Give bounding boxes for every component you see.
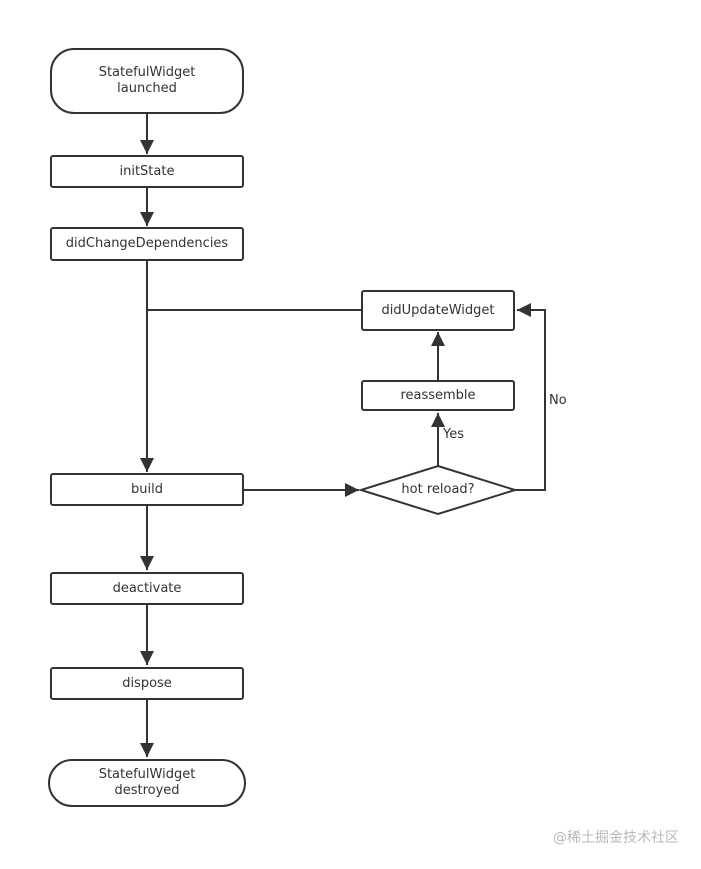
destroyed-node: StatefulWidget destroyed xyxy=(48,759,246,807)
reassemble-label: reassemble xyxy=(400,387,476,403)
deactivate-label: deactivate xyxy=(112,580,182,596)
initstate-node: initState xyxy=(50,155,244,188)
yes-edge-label: Yes xyxy=(443,427,464,442)
hot-reload-label: hot reload? xyxy=(401,482,475,497)
didchangedependencies-node: didChangeDependencies xyxy=(50,227,244,261)
edge-hot-reload-no xyxy=(515,303,546,491)
destroyed-label: StatefulWidget destroyed xyxy=(98,767,196,798)
launched-label: StatefulWidget launched xyxy=(98,65,196,96)
hot-reload-decision-shape xyxy=(357,464,519,516)
didupdatewidget-label: didUpdateWidget xyxy=(381,302,495,318)
build-label: build xyxy=(131,481,163,497)
watermark-text: @稀土掘金技术社区 xyxy=(553,830,679,846)
dispose-label: dispose xyxy=(122,675,172,691)
dispose-node: dispose xyxy=(50,667,244,700)
reassemble-node: reassemble xyxy=(361,380,515,411)
didupdatewidget-node: didUpdateWidget xyxy=(361,290,515,331)
initstate-label: initState xyxy=(119,163,175,179)
deactivate-node: deactivate xyxy=(50,572,244,605)
no-edge-label: No xyxy=(549,393,567,408)
launched-node: StatefulWidget launched xyxy=(50,48,244,114)
didchangedependencies-label: didChangeDependencies xyxy=(65,236,229,251)
build-node: build xyxy=(50,473,244,506)
